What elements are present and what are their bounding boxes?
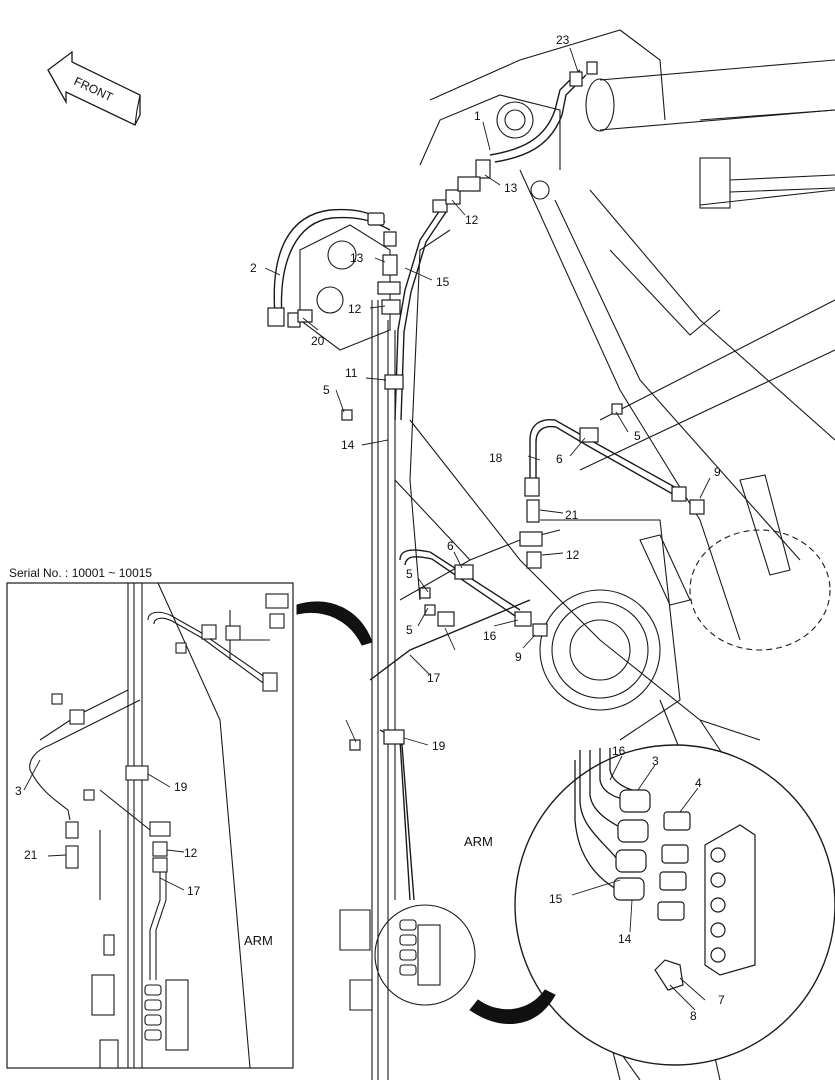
- callouts-detail: 3 4 7 8 14 15 16: [549, 744, 725, 1023]
- callout-9b: 9: [515, 650, 522, 664]
- arm-structure: [299, 29, 835, 1080]
- inset-callout-17: 17: [187, 884, 201, 898]
- callout-20: 20: [311, 334, 325, 348]
- inset-callout-21: 21: [24, 848, 38, 862]
- callout-17: 17: [427, 671, 441, 685]
- detail-callout-7: 7: [718, 993, 725, 1007]
- callout-5c: 5: [406, 567, 413, 581]
- detail-callout-4: 4: [695, 776, 702, 790]
- callout-12c: 12: [566, 548, 580, 562]
- callout-6b: 6: [447, 539, 454, 553]
- detail-circle-connectors: [514, 744, 835, 1066]
- callout-19: 19: [432, 739, 446, 753]
- inset-caption: Serial No. : 10001 ~ 10015: [9, 566, 152, 580]
- detail-callout-14: 14: [618, 932, 632, 946]
- callout-13b: 13: [350, 251, 364, 265]
- callout-16: 16: [483, 629, 497, 643]
- callout-12b: 12: [348, 302, 362, 316]
- callout-12d: 12: [184, 846, 198, 860]
- callout-6a: 6: [556, 452, 563, 466]
- leader-lines: [23, 47, 711, 1011]
- callout-15: 15: [436, 275, 450, 289]
- callout-21: 21: [565, 508, 579, 522]
- detail-callout-3: 3: [652, 754, 659, 768]
- detail-callout-15: 15: [549, 892, 563, 906]
- detail-callout-16: 16: [612, 744, 626, 758]
- arm-label-main: ARM: [464, 834, 493, 849]
- inset-pointer-arrow-icon: [296, 601, 373, 646]
- callouts-inset: 3 17 19 21: [15, 780, 201, 898]
- callout-5b: 5: [634, 429, 641, 443]
- detail-source-circle: [374, 904, 476, 1006]
- inset-callout-3: 3: [15, 784, 22, 798]
- callout-5d: 5: [406, 623, 413, 637]
- callouts-main: 1 2 5 5 5 5 6 6 9 9 11 12 12 12 12 13 13…: [184, 33, 721, 860]
- arm-label-inset: ARM: [244, 933, 273, 948]
- callout-9a: 9: [714, 465, 721, 479]
- front-arrow-icon: FRONT: [47, 50, 141, 126]
- fittings-main: [267, 61, 705, 751]
- detail-pointer-arrow-icon: [469, 989, 556, 1024]
- callout-11: 11: [345, 366, 358, 380]
- detail-callout-8: 8: [690, 1009, 697, 1023]
- inset-panel: [6, 582, 294, 1069]
- callout-2: 2: [250, 261, 257, 275]
- callout-23: 23: [556, 33, 570, 47]
- callout-12a: 12: [465, 213, 479, 227]
- callout-14: 14: [341, 438, 355, 452]
- callout-13a: 13: [504, 181, 518, 195]
- callout-1: 1: [474, 109, 481, 123]
- callout-5a: 5: [323, 383, 330, 397]
- inset-callout-19: 19: [174, 780, 188, 794]
- callout-18: 18: [489, 451, 503, 465]
